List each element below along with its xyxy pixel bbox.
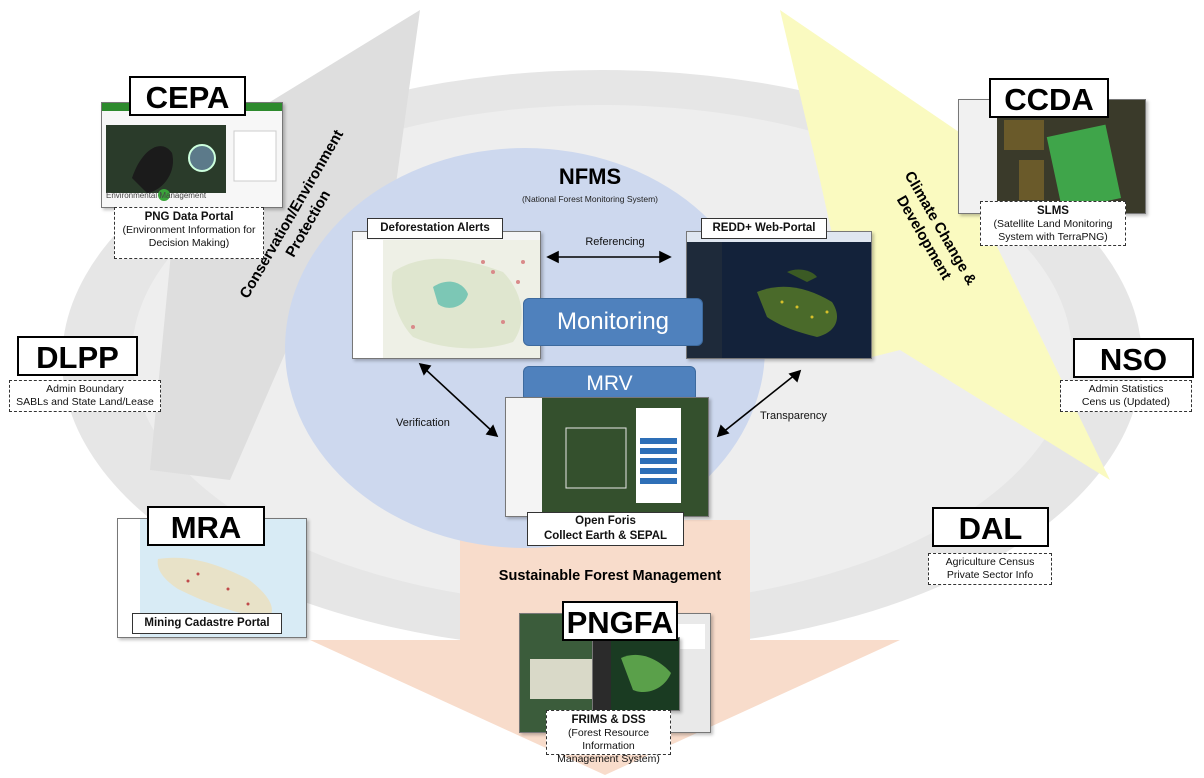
open-foris-screenshot [505,397,709,517]
pngfa-screenshot-front [592,637,680,711]
climate-arrow [780,10,1110,480]
ccda-slms-box: SLMS (Satellite Land Monitoring System w… [980,201,1126,246]
open-foris-line-2: Collect Earth & SEPAL [543,530,668,542]
transparency-arrowhead-top [788,369,802,383]
pngfa-system-desc-1: (Forest Resource Information [567,727,650,752]
cepa-agency-box: CEPA [129,76,246,116]
dlpp-desc-2: SABLs and State Land/Lease [16,396,154,408]
nfms-title: NFMS [558,164,622,189]
transparency-arrowhead-bottom [716,424,730,438]
verification-arrowhead-top [418,362,432,376]
ccda-system-title: SLMS [1037,205,1069,217]
pngfa-system-title: FRIMS & DSS [571,714,646,726]
verification-arrowhead-bottom [485,424,499,438]
open-foris-label: Open Foris Collect Earth & SEPAL [527,512,684,546]
ccda-agency-box: CCDA [989,78,1109,118]
dal-desc-2: Private Sector Info [946,569,1034,581]
pngfa-frims-box: FRIMS & DSS (Forest Resource Information… [546,710,671,765]
open-foris-line-1: Open Foris [575,515,636,527]
deforestation-alerts-screenshot [352,231,541,359]
dlpp-agency-box: DLPP [17,336,138,376]
cepa-portal-title: PNG Data Portal [144,211,234,223]
cepa-portal-desc-2: Decision Making) [148,237,230,249]
redd-portal-screenshot [686,231,872,359]
nfms-subtitle: (National Forest Monitoring System) [521,194,659,204]
mra-agency-box: MRA [147,506,265,546]
verification-label: Verification [396,417,450,429]
ccda-slms-screenshot [958,99,1146,214]
referencing-label: Referencing [585,236,645,248]
transparency-arrow [721,373,797,434]
nso-desc-1: Admin Statistics [1088,383,1164,395]
nso-agency-box: NSO [1073,338,1194,378]
cepa-portal-desc-1: (Environment Information for [122,224,256,236]
pngfa-system-desc-2: Management System) [557,753,660,765]
ccda-system-desc-1: (Satellite Land Monitoring [993,218,1113,230]
pngfa-agency-box: PNGFA [562,601,678,641]
sfm-label: Sustainable Forest Management [498,568,722,584]
dal-info-box: Agriculture Census Private Sector Info [928,553,1052,585]
ccda-system-desc-2: System with TerraPNG) [998,231,1108,243]
nso-info-box: Admin Statistics Cens us (Updated) [1060,380,1192,412]
redd-portal-label: REDD+ Web-Portal [701,218,827,239]
cepa-screenshot-caption: Environmental Management [106,191,207,200]
nso-desc-2: Cens us (Updated) [1081,396,1171,408]
mra-portal-label: Mining Cadastre Portal [132,613,282,634]
dlpp-desc-1: Admin Boundary [46,383,124,395]
deforestation-alerts-label: Deforestation Alerts [367,218,503,239]
transparency-label: Transparency [760,410,827,422]
dlpp-info-box: Admin Boundary SABLs and State Land/Leas… [9,380,161,412]
dal-agency-box: DAL [932,507,1049,547]
monitoring-button[interactable]: Monitoring [523,298,703,346]
referencing-arrowhead-right [659,250,672,264]
conservation-arrow [110,10,420,480]
dal-desc-1: Agriculture Census [945,556,1035,568]
referencing-arrowhead-left [546,250,559,264]
verification-arrow [423,367,494,433]
cepa-data-portal-box: PNG Data Portal (Environment Information… [114,207,264,259]
